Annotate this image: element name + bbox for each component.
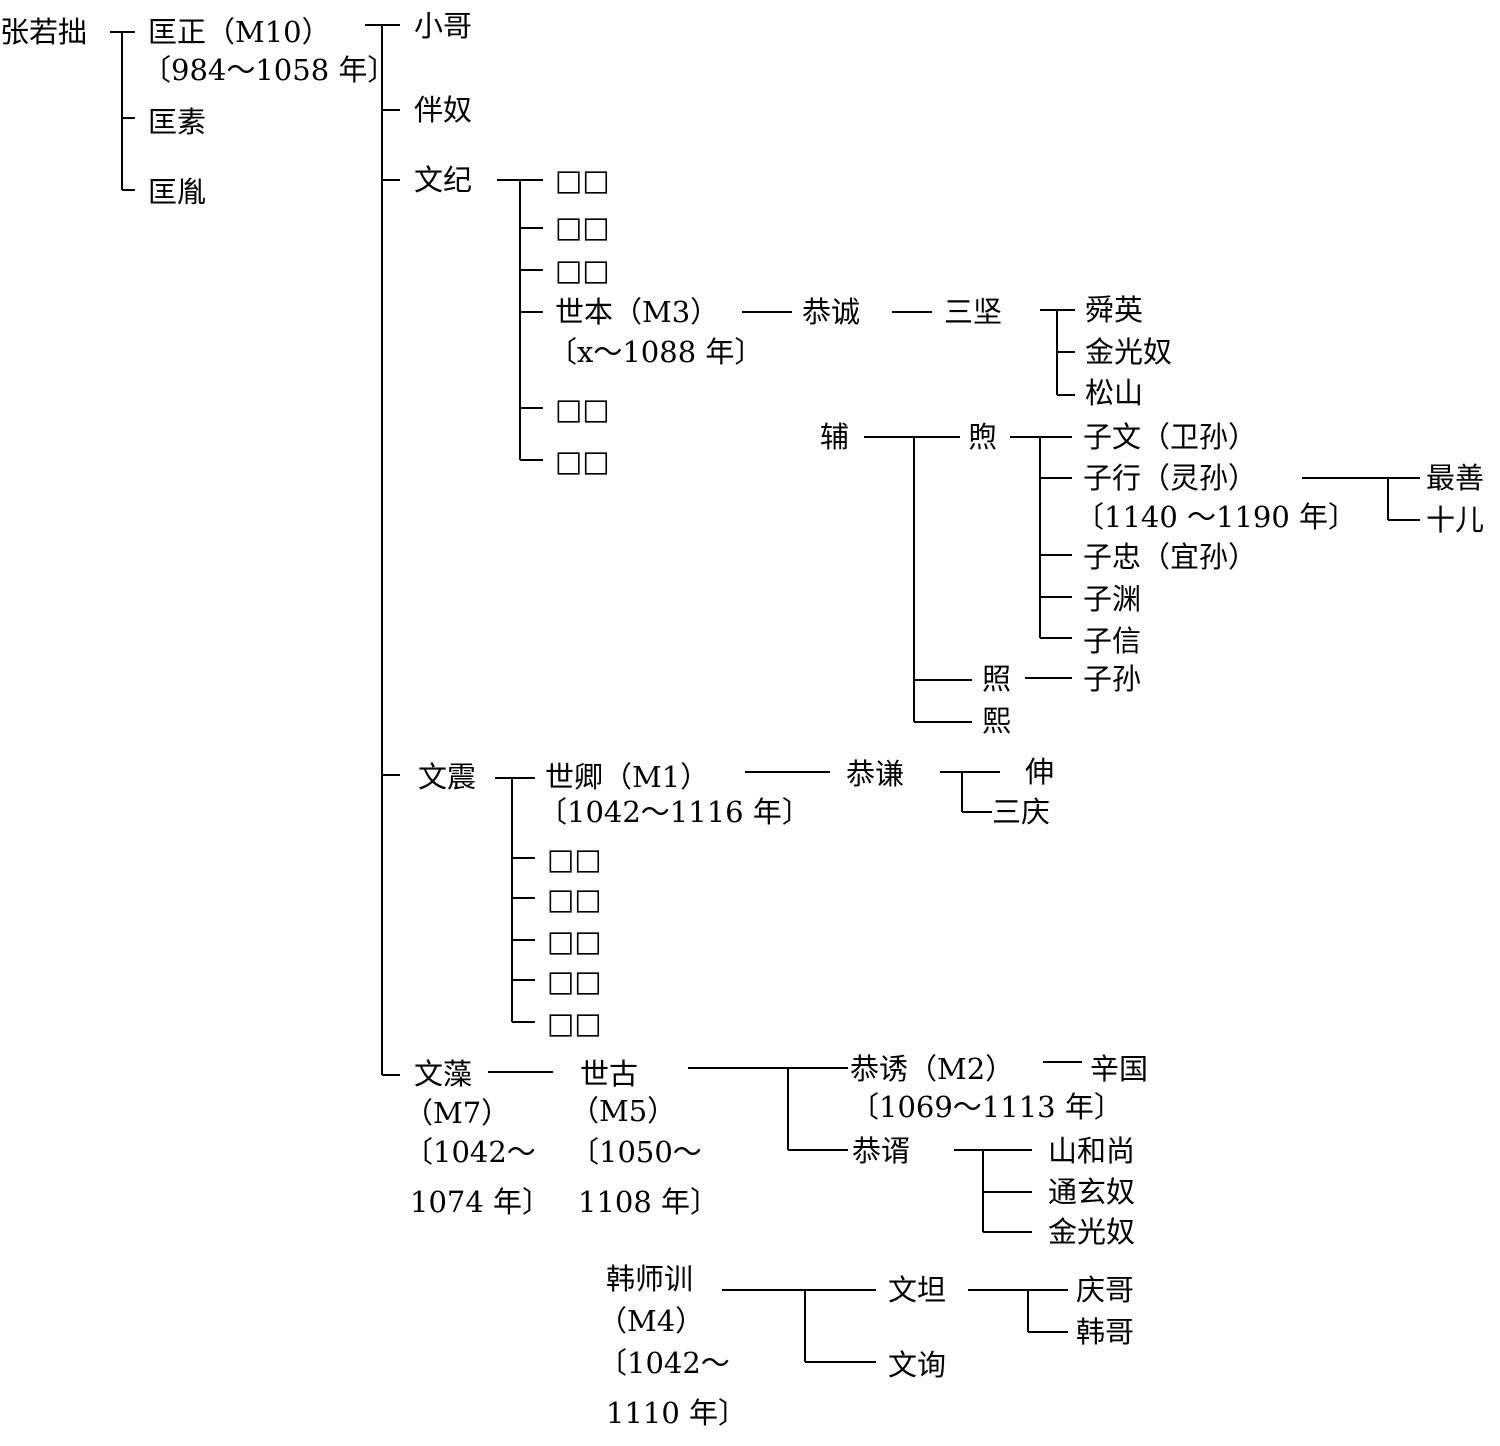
hanshixun-years-start: 〔1042～ <box>598 1346 730 1380</box>
hanshixun-m-number: （M4） <box>598 1304 705 1338</box>
wentan-name: 文坦 <box>888 1273 947 1307</box>
zuishan-name: 最善 <box>1426 461 1485 495</box>
wenji-child-blank: □□ <box>555 253 610 287</box>
wenzhen-child-blank: □□ <box>547 842 602 876</box>
wenzao-name: 文藻 <box>414 1057 473 1091</box>
kuangzheng-name: 匡正（M10） <box>148 15 331 49</box>
wenji-name: 文纪 <box>414 163 473 197</box>
tongxuannu-name: 通玄奴 <box>1048 1175 1136 1209</box>
shigu-years-end: 1108 年〕 <box>578 1185 720 1219</box>
wenzao-m-number: （M7） <box>404 1096 511 1130</box>
wenzao-years-end: 1074 年〕 <box>410 1185 552 1219</box>
kuanghu-name: 匡胤 <box>148 175 207 209</box>
wenzhen-child-blank: □□ <box>547 882 602 916</box>
wenzhen-child-blank: □□ <box>547 964 602 998</box>
zizhong-name: 子忠（宜孙） <box>1083 540 1258 574</box>
gongcheng-name: 恭诚 <box>802 295 861 329</box>
kuangzheng-years: 〔984～1058 年〕 <box>142 53 397 87</box>
xinguo-name: 辛国 <box>1090 1052 1149 1086</box>
bannu-name: 伴奴 <box>414 93 473 127</box>
hange-name: 韩哥 <box>1076 1315 1135 1349</box>
sanqing-name: 三庆 <box>992 795 1051 829</box>
fu-name: 辅 <box>820 420 850 454</box>
root-zhang-ruozhuo: 张若拙 <box>0 15 88 49</box>
gongyou-years: 〔1069～1113 年〕 <box>850 1090 1123 1124</box>
jinguangnu-name-2: 金光奴 <box>1048 1215 1136 1249</box>
xiaoge-name: 小哥 <box>414 9 473 43</box>
gongqian-name: 恭谦 <box>846 757 905 791</box>
shiben-years: 〔x～1088 年〕 <box>548 335 764 369</box>
zixing-name: 子行（灵孙） <box>1083 461 1258 495</box>
wenzhen-child-blank: □□ <box>547 1006 602 1040</box>
wenxun-name: 文询 <box>888 1348 947 1382</box>
shigu-name: 世古 <box>580 1057 639 1091</box>
wenzao-years-start: 〔1042～ <box>404 1135 536 1169</box>
sanjian-name: 三坚 <box>944 295 1003 329</box>
shunying-name: 舜英 <box>1085 293 1144 327</box>
wenzhen-child-blank: □□ <box>547 924 602 958</box>
shanheshang-name: 山和尚 <box>1048 1134 1136 1168</box>
wenji-child-blank: □□ <box>555 444 610 478</box>
wenji-child-blank: □□ <box>555 392 610 426</box>
shigu-years-start: 〔1050～ <box>570 1135 702 1169</box>
shiqing-years: 〔1042～1116 年〕 <box>538 795 811 829</box>
shigu-m-number: （M5） <box>570 1094 677 1128</box>
gongxu-name: 恭谞 <box>852 1134 911 1168</box>
shen-name: 伸 <box>1025 755 1055 789</box>
hanshixun-years-end: 1110 年〕 <box>606 1396 748 1430</box>
gongyou-name: 恭诱（M2） <box>850 1052 1015 1086</box>
zixing-years: 〔1140 ～1190 年〕 <box>1075 500 1358 534</box>
xi-name: 熙 <box>982 704 1012 738</box>
xu-name: 煦 <box>968 420 998 454</box>
zisun-name: 子孙 <box>1083 662 1142 696</box>
zixin-name: 子信 <box>1083 624 1142 658</box>
kuangsu-name: 匡素 <box>148 105 207 139</box>
zhao-name: 照 <box>982 662 1012 696</box>
hanshixun-name: 韩师训 <box>606 1262 694 1296</box>
wenzhen-name: 文震 <box>418 760 477 794</box>
ziyuan-name: 子渊 <box>1083 582 1142 616</box>
qingge-name: 庆哥 <box>1076 1273 1135 1307</box>
songshan-name: 松山 <box>1085 376 1144 410</box>
ziwen-name: 子文（卫孙） <box>1083 420 1258 454</box>
jinguangnu-name: 金光奴 <box>1085 335 1173 369</box>
shiben-name: 世本（M3） <box>555 295 720 329</box>
wenji-child-blank: □□ <box>555 163 610 197</box>
shiqing-name: 世卿（M1） <box>545 760 710 794</box>
shier-name: 十儿 <box>1426 503 1485 537</box>
wenji-child-blank: □□ <box>555 210 610 244</box>
